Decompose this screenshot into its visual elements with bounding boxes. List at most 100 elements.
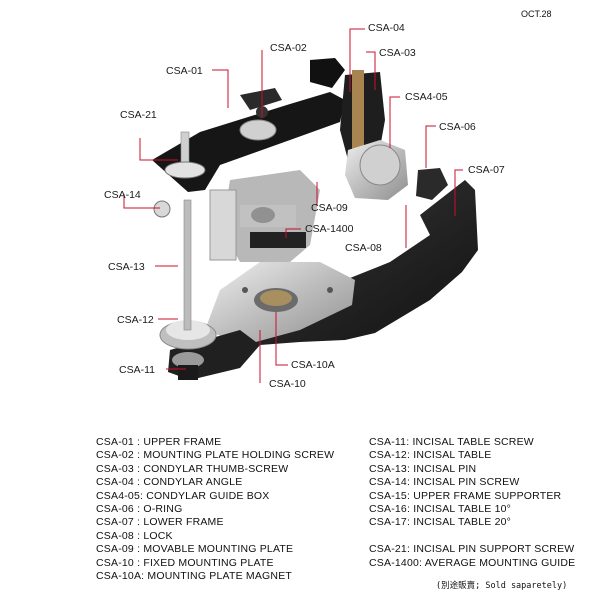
legend-name: FIXED MOUNTING PLATE	[143, 556, 274, 569]
legend-name: INCISAL TABLE 10°	[413, 502, 512, 515]
legend-code: CSA-09	[96, 543, 134, 556]
callout-csa-1400: CSA-1400	[305, 223, 354, 235]
condylar-guide-box	[340, 70, 385, 160]
callout-csa-10a: CSA-10A	[291, 359, 335, 371]
callout-csa-06: CSA-06	[439, 121, 476, 133]
legend-separator: :	[140, 489, 147, 502]
legend-separator: :	[406, 489, 414, 502]
legend-separator: :	[406, 436, 413, 448]
incisal-pin	[183, 199, 192, 331]
legend-name: INCISAL TABLE 20°	[413, 516, 512, 529]
legend-separator: :	[406, 516, 414, 529]
legend-separator: :	[133, 516, 144, 529]
legend-row: CSA-12: INCISAL TABLE	[369, 449, 575, 462]
legend-code: CSA-06	[96, 502, 134, 515]
legend-code: CSA-17	[369, 516, 407, 529]
legend-separator: :	[406, 476, 414, 489]
condylar-thumb-screw	[310, 58, 345, 88]
callout-csa-09: CSA-09	[311, 202, 348, 214]
legend-separator: :	[133, 502, 144, 515]
legend-name: INCISAL PIN SCREW	[413, 476, 520, 489]
callout-csa-14: CSA-14	[104, 189, 141, 201]
legend-code: CSA-01	[96, 436, 134, 448]
legend-row: CSA-09 : MOVABLE MOUNTING PLATE	[96, 543, 334, 556]
legend-separator: :	[133, 436, 144, 448]
legend-gap	[369, 530, 575, 543]
legend-code: CSA-10	[96, 556, 134, 569]
legend-code: CSA-08	[96, 529, 134, 542]
legend-code: CSA-04	[96, 476, 134, 489]
callout-csa-21: CSA-21	[120, 109, 157, 121]
date-label: OCT.28	[521, 9, 552, 19]
incisal-pin-screw	[153, 200, 171, 218]
legend-row: CSA-15: UPPER FRAME SUPPORTER	[369, 490, 575, 503]
legend-separator: :	[133, 556, 144, 569]
legend-code: CSA-15	[369, 489, 407, 502]
sold-separately-note: (別途販賣; Sold saparetely)	[436, 581, 568, 591]
legend-row: CSA4-05: CONDYLAR GUIDE BOX	[96, 490, 334, 503]
legend-name: CONDYLAR ANGLE	[143, 476, 243, 489]
legend-row: CSA-16: INCISAL TABLE 10°	[369, 503, 575, 516]
legend-name: MOVABLE MOUNTING PLATE	[143, 543, 294, 556]
callout-csa-07: CSA-07	[468, 164, 505, 176]
callout-csa4-05: CSA4-05	[405, 91, 448, 103]
legend-separator: :	[406, 502, 414, 515]
legend-separator: :	[133, 529, 144, 542]
legend-code: CSA-07	[96, 516, 134, 529]
legend-row: CSA-08 : LOCK	[96, 530, 334, 543]
legend-name: CONDYLAR GUIDE BOX	[146, 489, 270, 502]
legend-name: CONDYLAR THUMB-SCREW	[143, 462, 289, 475]
legend-row: CSA-03 : CONDYLAR THUMB-SCREW	[96, 463, 334, 476]
legend-separator: :	[419, 556, 425, 569]
movable-mounting-plate	[240, 205, 296, 227]
fixed-mounting-plate	[205, 262, 355, 345]
legend-row: CSA-04 : CONDYLAR ANGLE	[96, 476, 334, 489]
callout-csa-10: CSA-10	[269, 378, 306, 390]
callout-csa-01: CSA-01	[166, 65, 203, 77]
legend-separator: :	[406, 462, 414, 475]
legend-row: CSA-06 : O-RING	[96, 503, 334, 516]
articulator-diagram: CSA-01 CSA-02 CSA-04 CSA-03 CSA4-05 CSA-…	[104, 22, 505, 390]
legend-row: CSA-01 : UPPER FRAME	[96, 436, 334, 449]
average-mounting-guide	[250, 232, 306, 248]
legend-separator: :	[133, 449, 144, 462]
legend-code: CSA-03	[96, 462, 134, 475]
o-ring	[345, 140, 408, 200]
legend-code: CSA-21	[369, 543, 407, 556]
legend-row: CSA-10A: MOUNTING PLATE MAGNET	[96, 570, 334, 583]
legend-name: LOCK	[143, 529, 173, 542]
callout-csa-03: CSA-03	[379, 47, 416, 59]
incisal-pin-support-screw	[164, 131, 206, 179]
legend-row: CSA-11: INCISAL TABLE SCREW	[369, 436, 575, 449]
legend-code: CSA-02	[96, 449, 134, 462]
legend-code: CSA4-05	[96, 489, 141, 502]
legend-name: INCISAL TABLE	[413, 449, 492, 462]
legend-row: CSA-02 : MOUNTING PLATE HOLDING SCREW	[96, 449, 334, 462]
callout-csa-12: CSA-12	[117, 314, 154, 326]
legend-separator: :	[406, 449, 414, 462]
callout-csa-13: CSA-13	[108, 261, 145, 273]
legend-code: CSA-10A	[96, 569, 142, 582]
legend-row: CSA-14: INCISAL PIN SCREW	[369, 476, 575, 489]
callout-csa-11: CSA-11	[119, 364, 155, 376]
legend-row: CSA-07 : LOWER FRAME	[96, 516, 334, 529]
callout-csa-02: CSA-02	[270, 42, 307, 54]
legend-separator: :	[133, 462, 144, 475]
legend-name: MOUNTING PLATE HOLDING SCREW	[143, 449, 335, 462]
legend-code: CSA-16	[369, 502, 407, 515]
legend-row: CSA-17: INCISAL TABLE 20°	[369, 516, 575, 529]
legend-code: CSA-12	[369, 449, 407, 462]
legend-name: LOWER FRAME	[143, 516, 224, 529]
legend-separator: :	[406, 543, 414, 556]
legend-name: INCISAL TABLE SCREW	[412, 436, 534, 448]
callout-csa-08: CSA-08	[345, 242, 382, 254]
legend-separator: :	[133, 476, 144, 489]
legend-name: INCISAL PIN SUPPORT SCREW	[413, 543, 575, 556]
legend-code: CSA-1400	[369, 556, 420, 569]
legend-name: UPPER FRAME SUPPORTER	[413, 489, 562, 502]
legend-code: CSA-14	[369, 476, 407, 489]
legend-code: CSA-13	[369, 462, 407, 475]
leader-lines	[123, 28, 463, 383]
